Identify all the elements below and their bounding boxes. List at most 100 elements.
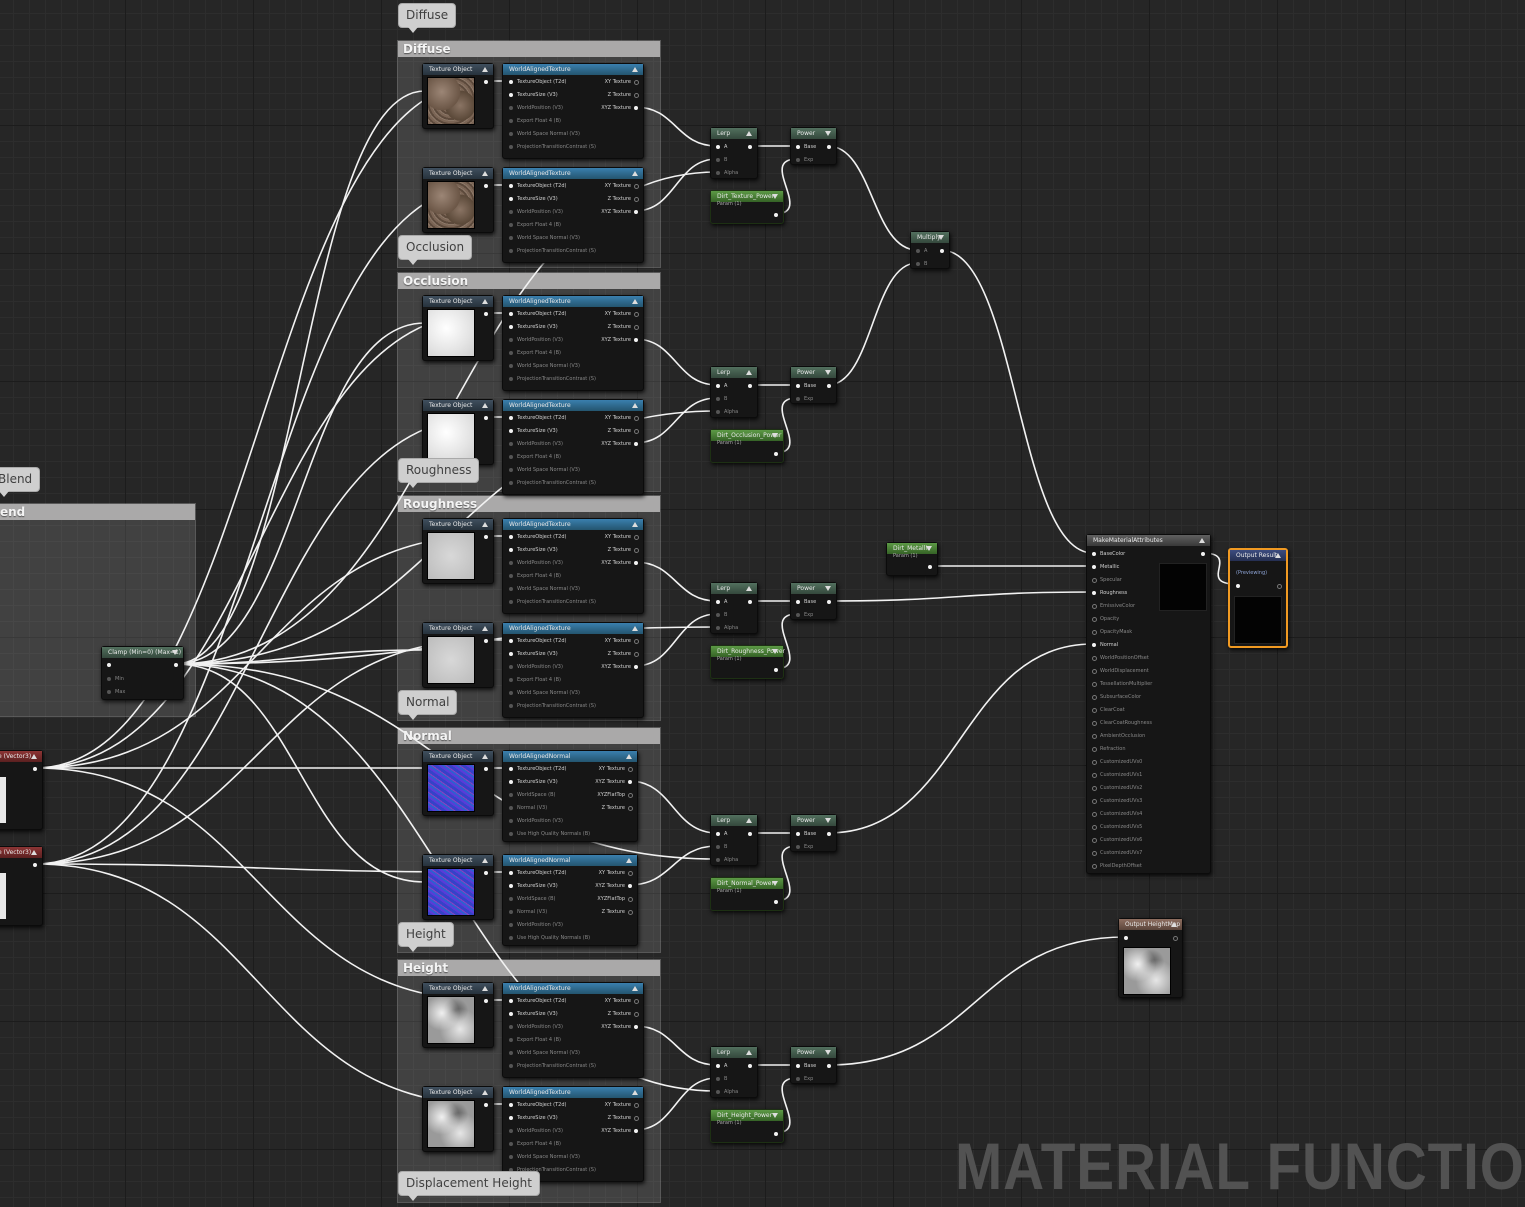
output-pin[interactable]	[484, 999, 488, 1003]
input-pin[interactable]	[716, 410, 720, 414]
output-pin[interactable]	[634, 1103, 639, 1108]
comment-bubble-normal[interactable]: Normal	[398, 690, 458, 720]
output-pin[interactable]	[634, 1025, 638, 1029]
connection-wire[interactable]	[827, 643, 1094, 834]
input-pin[interactable]	[1124, 936, 1128, 940]
comment-bubble-height[interactable]: Height	[398, 922, 454, 952]
input-pin[interactable]	[509, 145, 513, 149]
output-pin[interactable]	[628, 767, 633, 772]
input-pin[interactable]	[509, 806, 513, 810]
input-pin[interactable]	[509, 1129, 513, 1133]
input-pin[interactable]	[716, 626, 720, 630]
input-pin[interactable]	[509, 1142, 513, 1146]
input-pin[interactable]	[716, 1064, 720, 1068]
output-pin[interactable]	[1277, 584, 1282, 589]
output-pin[interactable]	[628, 871, 633, 876]
input-pin[interactable]	[916, 249, 920, 253]
connection-wire[interactable]	[174, 90, 426, 665]
output-pin[interactable]	[827, 384, 831, 388]
input-pin[interactable]	[796, 845, 800, 849]
output-pin[interactable]	[928, 565, 932, 569]
input-pin[interactable]	[509, 691, 513, 695]
vector-parameter-node[interactable]: e (Vector3)	[0, 750, 43, 830]
input-pin[interactable]	[509, 1051, 513, 1055]
output-pin[interactable]	[940, 249, 944, 253]
output-pin[interactable]	[634, 639, 639, 644]
input-pin[interactable]	[509, 780, 513, 784]
input-pin[interactable]	[716, 613, 720, 617]
input-pin[interactable]	[509, 1103, 513, 1107]
input-pin[interactable]	[509, 455, 513, 459]
input-pin[interactable]	[509, 600, 513, 604]
output-pin[interactable]	[634, 1012, 639, 1017]
input-pin[interactable]	[796, 397, 800, 401]
texture-object-node[interactable]: Texture Object	[422, 167, 494, 233]
output-pin[interactable]	[774, 213, 778, 217]
input-pin[interactable]	[509, 1116, 513, 1120]
input-pin[interactable]	[1092, 682, 1097, 687]
input-pin[interactable]	[1092, 591, 1096, 595]
texture-object-node[interactable]: Texture Object	[422, 399, 494, 465]
output-pin[interactable]	[484, 535, 488, 539]
input-pin[interactable]	[509, 442, 513, 446]
input-pin[interactable]	[1092, 643, 1096, 647]
texture-object-node[interactable]: Texture Object	[422, 622, 494, 688]
input-pin[interactable]	[716, 158, 720, 162]
connection-wire[interactable]	[827, 936, 1126, 1066]
comment-bubble-roughness[interactable]: Roughness	[398, 458, 480, 488]
input-pin[interactable]	[509, 535, 513, 539]
input-pin[interactable]	[509, 80, 513, 84]
connection-wire[interactable]	[827, 591, 1094, 602]
input-pin[interactable]	[716, 171, 720, 175]
input-pin[interactable]	[1092, 825, 1097, 830]
output-pin[interactable]	[634, 442, 638, 446]
input-pin[interactable]	[509, 652, 513, 656]
input-pin[interactable]	[1092, 747, 1097, 752]
output-pin[interactable]	[484, 639, 488, 643]
input-pin[interactable]	[1092, 565, 1096, 569]
output-pin[interactable]	[628, 910, 633, 915]
output-pin[interactable]	[1173, 936, 1178, 941]
output-pin[interactable]	[827, 600, 831, 604]
output-pin[interactable]	[484, 767, 488, 771]
connection-wire[interactable]	[174, 322, 426, 665]
input-pin[interactable]	[509, 416, 513, 420]
output-heightmap-node[interactable]: Output HeightMap	[1118, 918, 1183, 998]
input-pin[interactable]	[1092, 838, 1097, 843]
comment-bubble-blend[interactable]: Blend	[0, 467, 41, 497]
output-pin[interactable]	[634, 325, 639, 330]
input-pin[interactable]	[716, 600, 720, 604]
input-pin[interactable]	[509, 1155, 513, 1159]
input-pin[interactable]	[509, 819, 513, 823]
input-pin[interactable]	[1092, 604, 1097, 609]
input-pin[interactable]	[509, 793, 513, 797]
input-pin[interactable]	[509, 364, 513, 368]
input-pin[interactable]	[509, 678, 513, 682]
input-pin[interactable]	[509, 923, 513, 927]
texture-object-node[interactable]: Texture Object	[422, 1086, 494, 1152]
input-pin[interactable]	[509, 481, 513, 485]
input-pin[interactable]	[509, 1038, 513, 1042]
input-pin[interactable]	[716, 145, 720, 149]
output-pin[interactable]	[634, 184, 639, 189]
input-pin[interactable]	[1092, 786, 1097, 791]
output-pin[interactable]	[748, 600, 752, 604]
input-pin[interactable]	[796, 145, 800, 149]
input-pin[interactable]	[509, 910, 513, 914]
output-pin[interactable]	[634, 652, 639, 657]
input-pin[interactable]	[509, 1025, 513, 1029]
input-pin[interactable]	[796, 832, 800, 836]
